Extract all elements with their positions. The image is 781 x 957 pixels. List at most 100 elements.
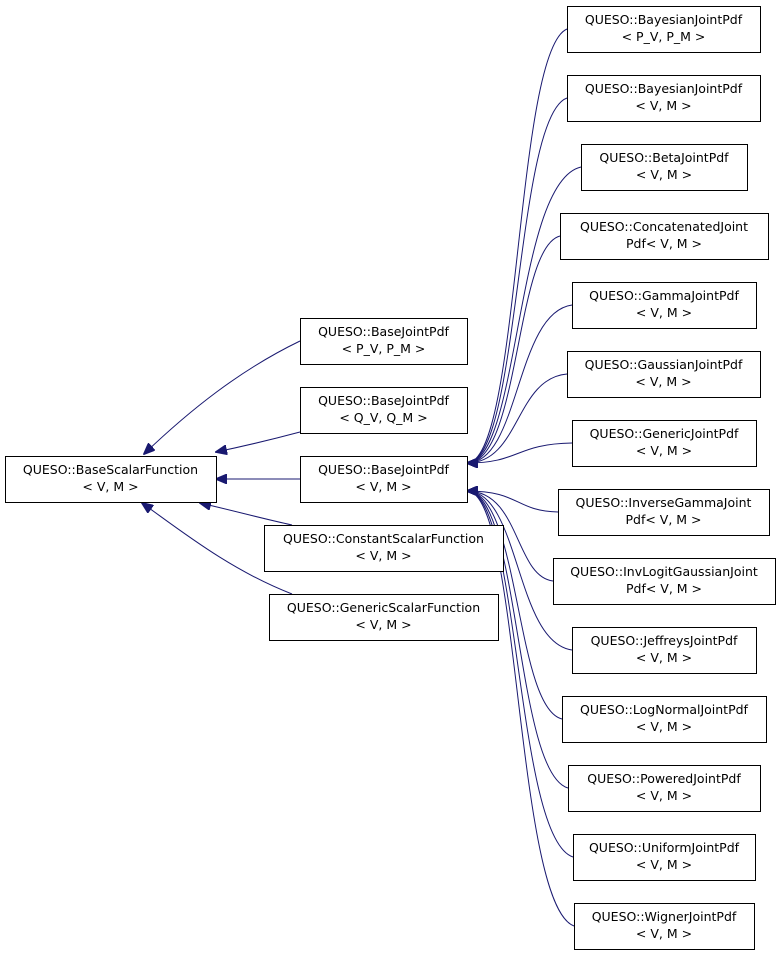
node-base-joint-pdf-pv-pm[interactable]: QUESO::BaseJointPdf< P_V, P_M > (300, 318, 468, 365)
node-bayesian-joint-pdf-pv-pm[interactable]: QUESO::BayesianJointPdf< P_V, P_M > (567, 6, 761, 53)
node-box (573, 834, 756, 881)
edge-inv-logit-gaussian-joint-pdf-to-base-joint-pdf-v-m (467, 491, 554, 582)
node-label-line: QUESO::GenericJointPdf (590, 426, 739, 441)
node-box (572, 282, 757, 329)
edge-bayesian-joint-pdf-v-m-to-base-joint-pdf-v-m (467, 97, 568, 463)
node-box (574, 903, 755, 950)
node-label-line: < V, M > (355, 548, 411, 563)
node-generic-scalar-function[interactable]: QUESO::GenericScalarFunction< V, M > (269, 594, 499, 641)
edge-generic-scalar-function-to-base-scalar-function (142, 503, 293, 595)
node-label-line: Pdf< V, M > (626, 581, 702, 596)
edge-wigner-joint-pdf-to-base-joint-pdf-v-m (467, 491, 575, 927)
node-label-line: Pdf< V, M > (625, 512, 701, 527)
node-label-line: QUESO::GenericScalarFunction (287, 600, 480, 615)
edge-base-joint-pdf-qv-qm-to-base-scalar-function (216, 431, 301, 452)
node-label-line: QUESO::GammaJointPdf (589, 288, 739, 303)
edge-constant-scalar-function-to-base-scalar-function (200, 503, 293, 526)
node-label-line: QUESO::LogNormalJointPdf (580, 702, 749, 717)
edge-base-joint-pdf-pv-pm-to-base-scalar-function (144, 340, 301, 454)
node-label-line: < V, M > (636, 305, 692, 320)
edge-bayesian-joint-pdf-pv-pm-to-base-joint-pdf-v-m (467, 28, 568, 463)
node-box (300, 387, 468, 434)
node-label-line: QUESO::GaussianJointPdf (585, 357, 743, 372)
node-box (300, 318, 468, 365)
node-box (567, 75, 761, 122)
node-label-line: QUESO::UniformJointPdf (589, 840, 740, 855)
node-label-line: < V, M > (636, 926, 692, 941)
node-label-line: QUESO::BayesianJointPdf (585, 81, 743, 96)
node-box (567, 351, 761, 398)
node-bayesian-joint-pdf-v-m[interactable]: QUESO::BayesianJointPdf< V, M > (567, 75, 761, 122)
node-label-line: QUESO::PoweredJointPdf (587, 771, 741, 786)
node-constant-scalar-function[interactable]: QUESO::ConstantScalarFunction< V, M > (264, 525, 504, 572)
node-box (553, 558, 776, 605)
node-box (562, 696, 767, 743)
node-label-line: < V, M > (636, 719, 692, 734)
node-base-joint-pdf-qv-qm[interactable]: QUESO::BaseJointPdf< Q_V, Q_M > (300, 387, 468, 434)
edge-log-normal-joint-pdf-to-base-joint-pdf-v-m (467, 491, 563, 720)
edge-gaussian-joint-pdf-to-base-joint-pdf-v-m (467, 373, 568, 463)
node-label-line: < V, M > (636, 443, 692, 458)
node-gamma-joint-pdf[interactable]: QUESO::GammaJointPdf< V, M > (572, 282, 757, 329)
node-label-line: QUESO::ConstantScalarFunction (283, 531, 484, 546)
node-label-line: < P_V, P_M > (342, 341, 426, 356)
edge-beta-joint-pdf-to-base-joint-pdf-v-m (467, 166, 582, 463)
node-box (567, 6, 761, 53)
node-label-line: QUESO::BetaJointPdf (599, 150, 729, 165)
node-label-line: QUESO::InvLogitGaussianJoint (570, 564, 758, 579)
edge-gamma-joint-pdf-to-base-joint-pdf-v-m (467, 304, 573, 463)
node-box (300, 456, 468, 503)
node-label-line: < V, M > (636, 857, 692, 872)
node-log-normal-joint-pdf[interactable]: QUESO::LogNormalJointPdf< V, M > (562, 696, 767, 743)
node-wigner-joint-pdf[interactable]: QUESO::WignerJointPdf< V, M > (574, 903, 755, 950)
node-label-line: QUESO::BayesianJointPdf (585, 12, 743, 27)
node-box (558, 489, 770, 536)
node-label-line: QUESO::JeffreysJointPdf (591, 633, 738, 648)
node-label-line: QUESO::BaseJointPdf (318, 393, 449, 408)
node-gaussian-joint-pdf[interactable]: QUESO::GaussianJointPdf< V, M > (567, 351, 761, 398)
edge-concatenated-joint-pdf-to-base-joint-pdf-v-m (467, 235, 561, 463)
node-box (581, 144, 748, 191)
node-jeffreys-joint-pdf[interactable]: QUESO::JeffreysJointPdf< V, M > (572, 627, 757, 674)
node-label-line: < V, M > (636, 650, 692, 665)
node-label-line: QUESO::WignerJointPdf (592, 909, 737, 924)
nodes-layer: QUESO::BaseScalarFunction< V, M >QUESO::… (5, 6, 776, 950)
node-label-line: < Q_V, Q_M > (339, 410, 427, 425)
node-generic-joint-pdf[interactable]: QUESO::GenericJointPdf< V, M > (572, 420, 757, 467)
node-label-line: < V, M > (636, 167, 692, 182)
node-powered-joint-pdf[interactable]: QUESO::PoweredJointPdf< V, M > (568, 765, 761, 812)
edge-uniform-joint-pdf-to-base-joint-pdf-v-m (467, 491, 574, 858)
node-label-line: < V, M > (82, 479, 138, 494)
node-beta-joint-pdf[interactable]: QUESO::BetaJointPdf< V, M > (581, 144, 748, 191)
node-box (269, 594, 499, 641)
edge-powered-joint-pdf-to-base-joint-pdf-v-m (467, 491, 569, 789)
node-box (264, 525, 504, 572)
node-label-line: QUESO::InverseGammaJoint (576, 495, 752, 510)
edge-jeffreys-joint-pdf-to-base-joint-pdf-v-m (467, 491, 573, 651)
node-box (572, 627, 757, 674)
node-label-line: QUESO::BaseScalarFunction (23, 462, 198, 477)
node-box (568, 765, 761, 812)
node-box (572, 420, 757, 467)
node-label-line: QUESO::BaseJointPdf (318, 324, 449, 339)
node-label-line: < V, M > (635, 374, 691, 389)
node-label-line: < V, M > (355, 479, 411, 494)
node-label-line: Pdf< V, M > (626, 236, 702, 251)
node-label-line: < P_V, P_M > (622, 29, 706, 44)
node-base-scalar-function[interactable]: QUESO::BaseScalarFunction< V, M > (5, 456, 217, 503)
edges-layer (142, 28, 582, 927)
node-label-line: < V, M > (636, 788, 692, 803)
node-box (560, 213, 769, 260)
edge-inverse-gamma-joint-pdf-to-base-joint-pdf-v-m (467, 491, 559, 513)
node-box (5, 456, 217, 503)
node-base-joint-pdf-v-m[interactable]: QUESO::BaseJointPdf< V, M > (300, 456, 468, 503)
node-label-line: < V, M > (635, 98, 691, 113)
edge-generic-joint-pdf-to-base-joint-pdf-v-m (467, 442, 573, 463)
node-uniform-joint-pdf[interactable]: QUESO::UniformJointPdf< V, M > (573, 834, 756, 881)
node-label-line: QUESO::ConcatenatedJoint (580, 219, 748, 234)
node-label-line: < V, M > (355, 617, 411, 632)
